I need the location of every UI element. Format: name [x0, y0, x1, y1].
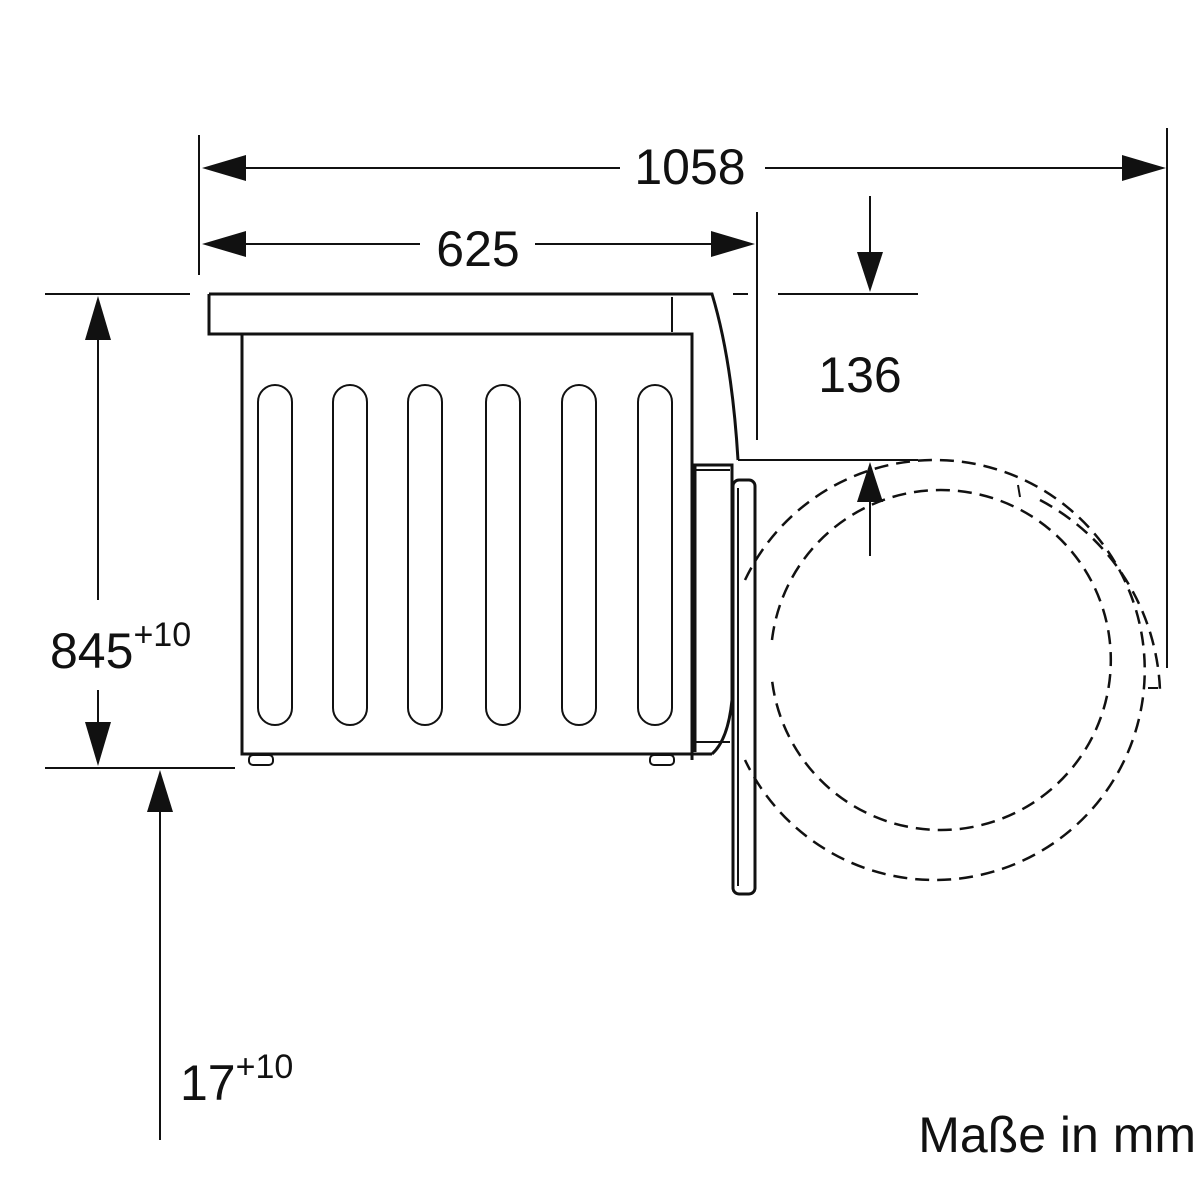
side-ribs: [257, 384, 673, 726]
height-value: 845: [50, 623, 133, 679]
dimension-depth: 625: [202, 212, 758, 440]
foot-front: [649, 754, 675, 766]
arrowhead-up: [857, 462, 883, 502]
arrowhead-left: [202, 155, 246, 181]
door-swing-handle: [1039, 498, 1162, 691]
height-tolerance: +10: [133, 616, 191, 654]
rib-1: [257, 384, 293, 726]
door-closed: [731, 478, 757, 896]
side-panel: [240, 334, 712, 756]
dimension-feet-adjust: 17+10: [147, 770, 293, 1140]
door-swing-inner: [770, 488, 1112, 832]
rib-4: [485, 384, 521, 726]
rib-5: [561, 384, 597, 726]
door-swing-tick-top: [1017, 484, 1021, 498]
dimension-label-136: 136: [818, 347, 901, 403]
rib-2: [332, 384, 368, 726]
dimension-height: 845+10: [45, 293, 235, 769]
arrowhead-up: [85, 296, 111, 340]
arrowhead-left: [202, 231, 246, 257]
arrowhead-down: [857, 252, 883, 292]
arrowhead-up: [147, 770, 173, 812]
door-swing: [743, 458, 1162, 882]
door-frame: [731, 478, 757, 896]
door-swing-outer: [743, 458, 1146, 882]
foot-rear: [248, 754, 274, 766]
dimension-overall-depth: 1058: [198, 128, 1168, 668]
rib-6: [637, 384, 673, 726]
machine-body: [207, 292, 740, 766]
front-panel: [693, 463, 734, 756]
feet-tolerance: +10: [236, 1048, 294, 1086]
rib-3: [407, 384, 443, 726]
arrowhead-right: [1122, 155, 1166, 181]
units-note: Maße in mm: [918, 1107, 1196, 1163]
dimension-label-845: 845+10: [50, 616, 191, 679]
arrowhead-right: [711, 231, 755, 257]
dimension-door-offset: 136: [733, 196, 918, 556]
feet-value: 17: [180, 1055, 236, 1111]
worktop: [207, 292, 740, 760]
arrowhead-down: [85, 722, 111, 766]
dimension-label-1058: 1058: [634, 139, 745, 195]
dimension-label-625: 625: [436, 221, 519, 277]
dimension-label-17: 17+10: [180, 1048, 293, 1111]
